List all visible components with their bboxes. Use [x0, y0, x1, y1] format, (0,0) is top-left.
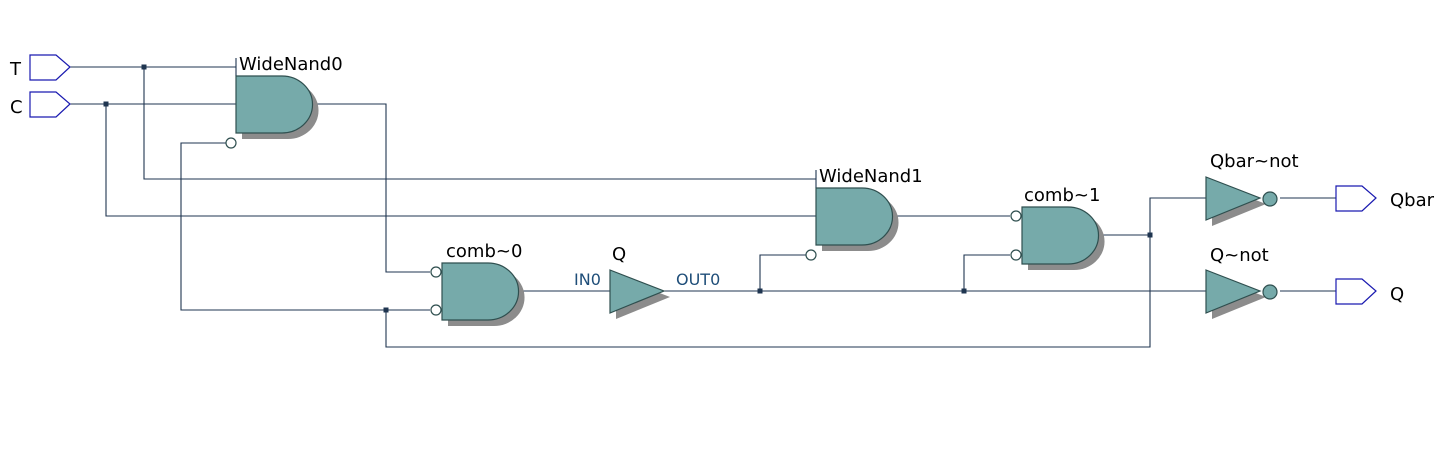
gate-q-buffer[interactable]: Q IN0 OUT0 — [574, 244, 720, 319]
gate-label-q-not: Q~not — [1210, 245, 1269, 266]
wide-nand0-invert-bubble — [225, 137, 237, 149]
output-label-q: Q — [1390, 284, 1404, 305]
gate-label-comb0: comb~0 — [446, 241, 522, 262]
wire-feedback-nand0 — [180, 142, 430, 311]
comb1-invert-bubble-bottom — [1010, 249, 1022, 261]
gate-label-comb1: comb~1 — [1024, 185, 1100, 206]
input-label-t: T — [9, 59, 22, 80]
wire-q-to-comb1 — [963, 254, 1010, 291]
wire-feedback-bus — [385, 197, 1206, 348]
comb0-invert-bubble-bottom — [430, 304, 442, 316]
wide-nand1-invert-bubble — [805, 249, 817, 261]
gate-comb0[interactable]: comb~0 — [430, 241, 525, 326]
q-not-output-bubble — [1262, 284, 1278, 300]
junction-q-comb1 — [961, 288, 967, 294]
port-label-in0: IN0 — [574, 270, 601, 289]
input-pin-c[interactable]: C — [10, 91, 71, 118]
wire-nand0-out — [312, 103, 430, 273]
junction-t — [141, 64, 147, 70]
junction-qbar — [1147, 232, 1153, 238]
gate-q-not[interactable]: Q~not — [1205, 245, 1278, 319]
gate-qbar-not[interactable]: Qbar~not — [1205, 151, 1299, 226]
gate-label-wide-nand1: WideNand1 — [819, 166, 923, 187]
input-label-c: C — [10, 97, 23, 118]
gate-label-qbar-not: Qbar~not — [1210, 151, 1299, 172]
wire-c-branch — [105, 104, 816, 217]
comb0-invert-bubble-top — [430, 266, 442, 278]
qbar-not-output-bubble — [1262, 191, 1278, 207]
gate-wide-nand0[interactable]: WideNand0 — [225, 54, 343, 149]
junction-c — [103, 101, 109, 107]
wire-q-to-nand1 — [759, 254, 806, 291]
gate-comb1[interactable]: comb~1 — [1010, 185, 1105, 270]
wires — [70, 58, 1336, 348]
junction-feedback — [383, 307, 389, 313]
comb1-invert-bubble-top — [1010, 210, 1022, 222]
port-label-out0: OUT0 — [676, 270, 720, 289]
junction-q-nand1 — [757, 288, 763, 294]
input-pin-t[interactable]: T — [9, 54, 71, 81]
output-label-qbar: Qbar — [1390, 190, 1435, 211]
gate-label-q-buffer: Q — [612, 244, 626, 265]
gate-label-wide-nand0: WideNand0 — [239, 54, 343, 75]
output-pin-q[interactable]: Q — [1335, 278, 1404, 305]
output-pin-qbar[interactable]: Qbar — [1335, 185, 1435, 212]
gate-wide-nand1[interactable]: WideNand1 — [805, 166, 923, 261]
junctions — [103, 64, 1153, 313]
